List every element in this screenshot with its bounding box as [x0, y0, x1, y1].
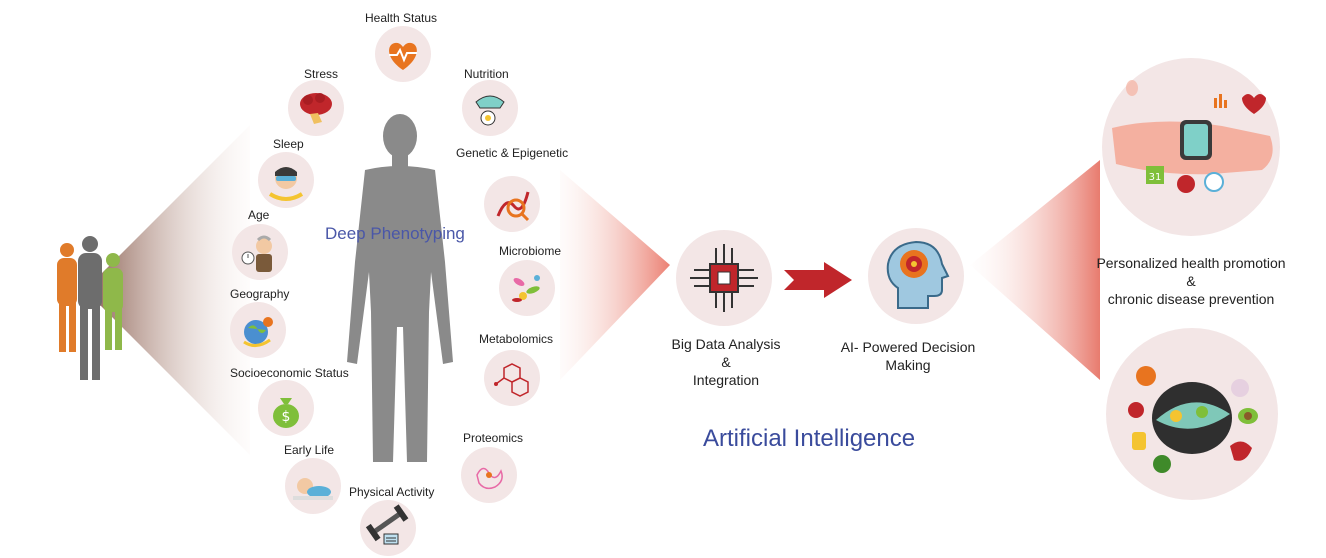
money-bag-icon: $: [273, 398, 299, 428]
health-status-label: Health Status: [365, 11, 438, 25]
stress-circle: [288, 80, 344, 136]
big-data-line1: Big Data Analysis: [671, 336, 781, 352]
wearable-circle: 31: [1102, 58, 1280, 236]
outcome-line3: chronic disease prevention: [1107, 291, 1275, 307]
chip-circuit-icon: [690, 244, 758, 312]
heart-icon: [389, 42, 417, 70]
ai-head-circle: [868, 228, 964, 324]
ai-decision-label: AI- Powered Decision Making: [820, 338, 996, 374]
protein-icon: [476, 467, 503, 490]
ai-head-icon: [886, 240, 950, 309]
outcome-line2: &: [1186, 273, 1196, 289]
artificial-intelligence-title: Artificial Intelligence: [703, 425, 916, 452]
metabolomics-label: Metabolomics: [479, 332, 554, 346]
elderly-clock-icon: [241, 235, 272, 272]
healthy-food-icon: [1128, 366, 1258, 473]
globe-icon: [243, 317, 273, 347]
geography-label: Geography: [230, 287, 290, 301]
physical-activity-circle: [360, 500, 416, 556]
sleep-circle: [258, 152, 314, 208]
stress-label: Stress: [304, 67, 339, 81]
big-data-label: Big Data Analysis & Integration: [656, 335, 796, 389]
dna-magnifier-icon: [496, 191, 530, 222]
proteomics-label: Proteomics: [463, 431, 524, 445]
ai-decision-line2: Making: [885, 357, 931, 373]
genetic-label: Genetic & Epigenetic: [456, 146, 569, 160]
human-body-icon: [347, 114, 453, 462]
smartwatch-health-icon: 31: [1112, 80, 1273, 193]
brain-icon: [300, 93, 332, 124]
genetic-circle: [484, 176, 540, 232]
socioeconomic-label: Socioeconomic Status: [230, 366, 349, 380]
early-life-circle: [285, 458, 341, 514]
age-label: Age: [248, 208, 270, 222]
proteomics-circle: [461, 447, 517, 503]
age-circle: [232, 224, 288, 280]
healthy-food-circle: [1106, 328, 1278, 500]
population-silhouettes-icon: [57, 236, 123, 380]
sleep-label: Sleep: [273, 137, 304, 151]
ai-decision-line1: AI- Powered Decision: [840, 339, 976, 355]
microbiome-label: Microbiome: [499, 244, 562, 258]
svg-text:$: $: [282, 409, 291, 425]
molecule-icon: [494, 363, 529, 397]
food-icon: [475, 95, 505, 126]
health-status-circle: [375, 26, 431, 82]
geography-circle: [230, 302, 286, 358]
outcome-line1: Personalized health promotion: [1096, 255, 1286, 271]
nutrition-label: Nutrition: [464, 67, 509, 81]
outcome-label: Personalized health promotion & chronic …: [1060, 254, 1322, 308]
sleep-mask-icon: [268, 167, 304, 201]
physical-activity-label: Physical Activity: [349, 485, 435, 499]
big-data-circle: [676, 230, 772, 326]
svg-text:31: 31: [1149, 172, 1162, 183]
socioeconomic-circle: $: [258, 380, 314, 436]
big-data-line3: Integration: [692, 372, 760, 388]
early-life-label: Early Life: [284, 443, 335, 457]
baby-icon: [293, 478, 333, 500]
microbes-icon: [512, 275, 540, 302]
big-data-line2: &: [721, 354, 731, 370]
microbiome-circle: [499, 260, 555, 316]
arrow-right-icon: [784, 262, 852, 298]
nutrition-circle: [462, 80, 518, 136]
dumbbell-icon: [365, 504, 409, 545]
metabolomics-circle: [484, 350, 540, 406]
deep-phenotyping-label: Deep Phenotyping: [325, 224, 465, 243]
